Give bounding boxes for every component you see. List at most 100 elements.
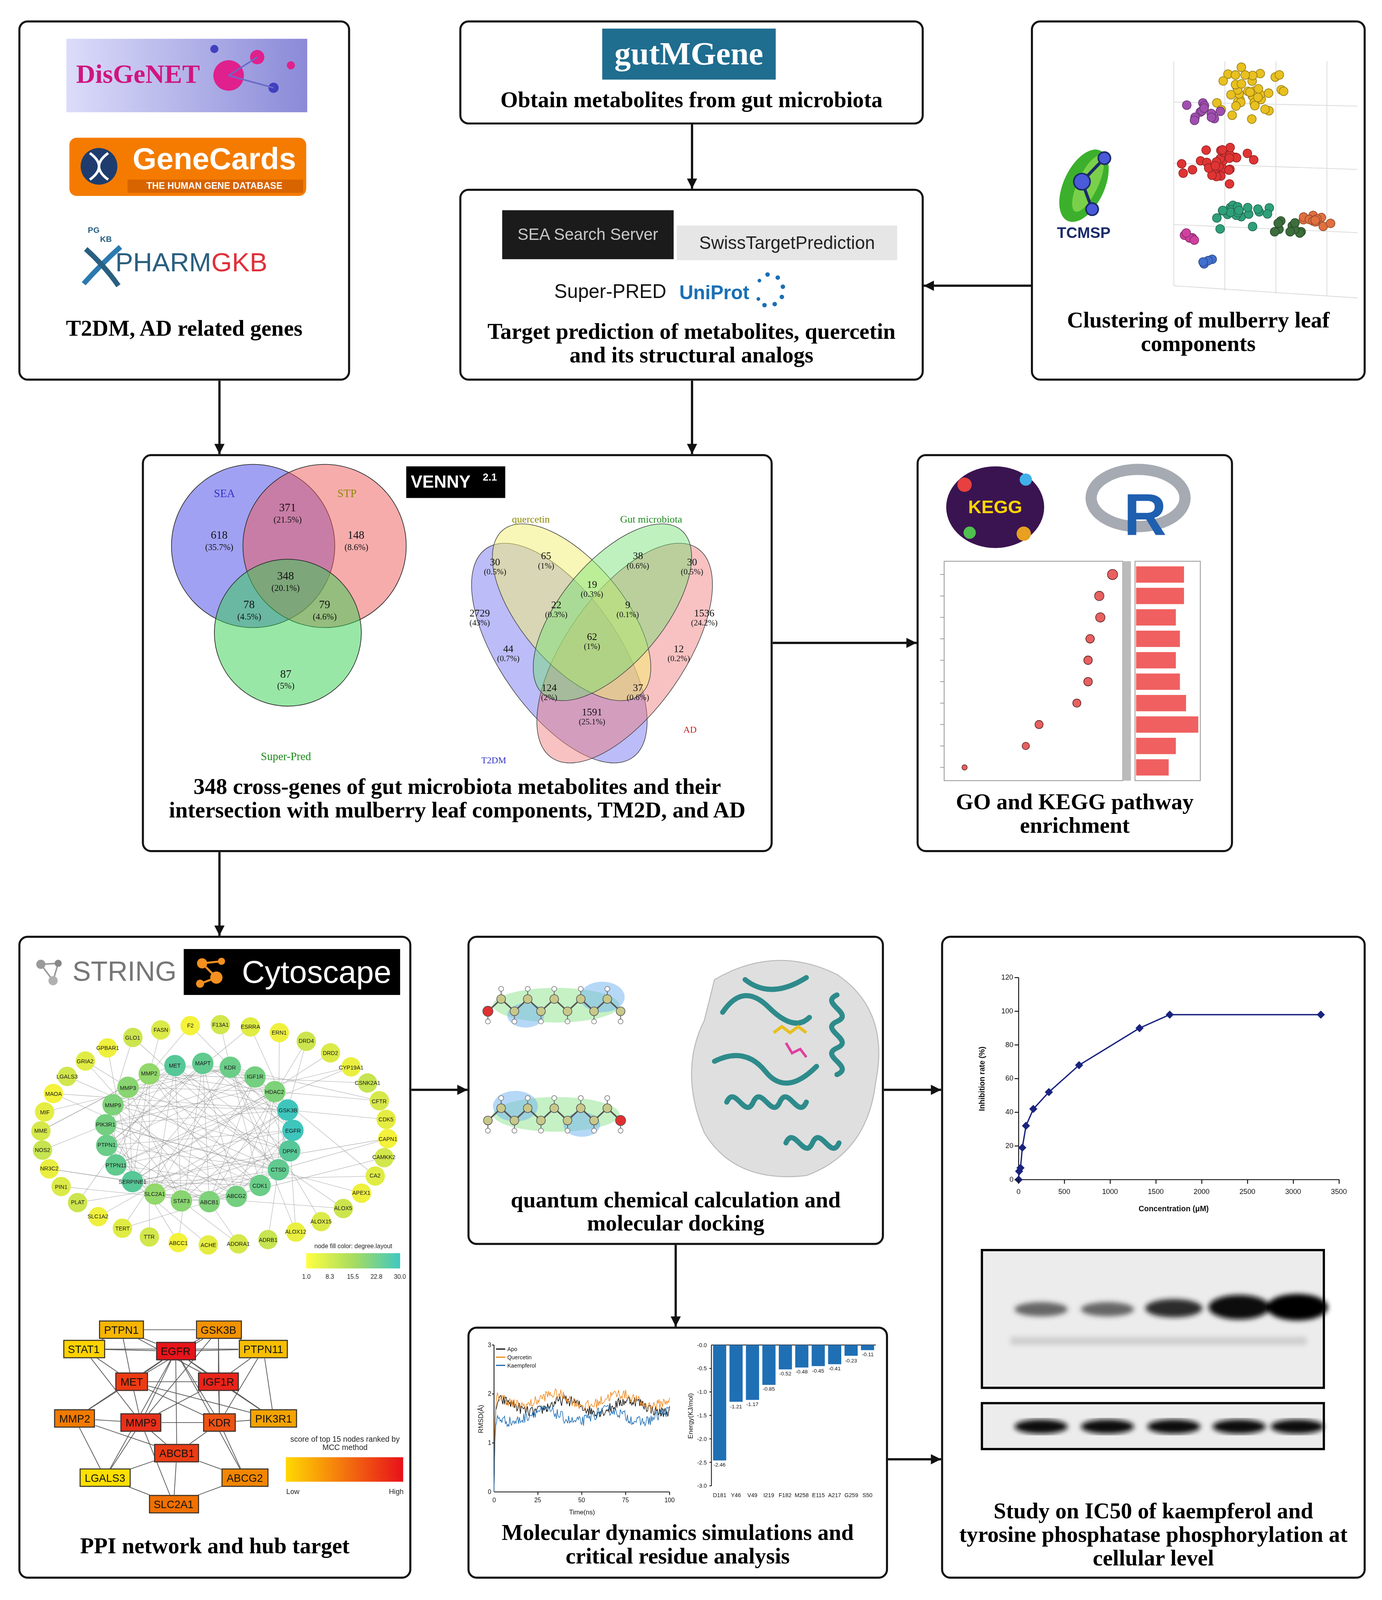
label-text: SLC2A1 (144, 1191, 165, 1198)
drawing-line (1173, 61, 1175, 286)
label-text: TCMSP (1056, 223, 1111, 241)
drawing-circle (1095, 612, 1106, 623)
label-text: 80 (1005, 1041, 1014, 1049)
label-text: LGALS3 (56, 1073, 78, 1080)
gene-name: EGFR (160, 1345, 191, 1358)
drawing-circle (1274, 218, 1283, 228)
box-title: 348 cross-genes of gut microbiota metabo… (143, 774, 771, 822)
drawing-line (492, 1442, 495, 1444)
label-text: (0.3%) (580, 590, 604, 600)
label-text: 87 (280, 667, 292, 680)
label-text: 0 (1016, 1187, 1021, 1196)
drawing-rect (844, 1345, 858, 1356)
drawing-g (31, 1015, 398, 1255)
label-text: (35.7%) (205, 542, 234, 552)
drawing-path (831, 995, 843, 1075)
drawing-line (1014, 1112, 1019, 1113)
label-text: 3 (487, 1341, 492, 1349)
process-box: Clustering of mulberry leaf components (1030, 20, 1366, 381)
drawing-rect (1136, 630, 1181, 648)
label-text: 25 (534, 1496, 542, 1504)
label-text: GeneCards (132, 141, 297, 176)
drawing-line (1014, 1078, 1019, 1080)
drawing-circle (1290, 218, 1300, 227)
drawing-circle (604, 986, 610, 992)
drawing-line (940, 595, 945, 597)
drawing-circle (376, 1109, 396, 1130)
drawing-circle (563, 1006, 572, 1016)
drawing-circle (1022, 742, 1030, 751)
drawing-circle (365, 1166, 385, 1187)
drawing-circle (1218, 76, 1228, 86)
box-title: Target prediction of metabolites, querce… (461, 319, 922, 367)
drawing-circle (1247, 114, 1256, 124)
drawing-circle (756, 297, 760, 301)
drawing-circle (1226, 90, 1236, 99)
interaction-line (173, 1462, 176, 1496)
drawing-circle (105, 1154, 127, 1177)
label-text: F2 (186, 1022, 194, 1029)
label-text: (1%) (583, 642, 601, 652)
gene-name: PTPN1 (104, 1323, 139, 1337)
drawing-ellipse (507, 1003, 545, 1028)
gene-name: STAT1 (67, 1343, 100, 1356)
label-text: -3.0 (697, 1482, 707, 1490)
drawing-circle (1034, 720, 1044, 729)
label-text: Cytoscape (241, 955, 392, 991)
label-text: node fill color: degree.layout (314, 1242, 392, 1250)
drawing-circle (1187, 165, 1197, 174)
drawing-circle (1253, 93, 1263, 102)
flow-arrow (218, 380, 221, 454)
drawing-circle (123, 1028, 143, 1048)
drawing-circle (604, 1095, 610, 1101)
interaction-line (230, 1358, 251, 1373)
drawing-path (89, 153, 109, 180)
drawing-line (178, 1063, 203, 1243)
label-text: MME (34, 1127, 48, 1135)
label-text: G259 (844, 1492, 859, 1499)
label-text: PTPN1 (97, 1142, 116, 1149)
interaction-line (111, 1432, 136, 1469)
box-title: Study on IC50 of kaempferol and tyrosine… (942, 1499, 1364, 1571)
label-text: MMP2 (140, 1070, 158, 1078)
hub-gene-box: MMP2 (54, 1409, 96, 1428)
drawing-circle (198, 1235, 218, 1255)
gene-name: KDR (208, 1416, 231, 1429)
drawing-circle (525, 1095, 530, 1101)
drawing-rect (860, 1345, 875, 1351)
drawing-line (1338, 1179, 1340, 1184)
drawing-circle (1199, 103, 1209, 113)
label-text: Gut microbiota (620, 512, 683, 525)
drawing-circle (1189, 235, 1199, 245)
process-box: Study on IC50 of kaempferol and tyrosine… (940, 935, 1366, 1579)
flow-arrow (218, 852, 221, 936)
label-text: AD (683, 725, 697, 736)
drawing-line (709, 1368, 712, 1370)
drawing-g (492, 1345, 876, 1496)
gene-name: LGALS3 (84, 1471, 126, 1485)
drawing-circle (1250, 101, 1260, 110)
drawing-circle (1098, 151, 1111, 165)
drawing-line (496, 1365, 506, 1367)
drawing-path (785, 1137, 839, 1149)
label-text: 1500 (1147, 1187, 1164, 1196)
label-text: 12 (673, 642, 684, 654)
drawing-circle (775, 275, 780, 280)
label-text: -0.0 (697, 1342, 707, 1349)
drawing-circle (269, 1023, 290, 1043)
label-text: -0.11 (862, 1352, 874, 1359)
label-text: 15.5 (347, 1273, 359, 1280)
label-text: 348 (277, 569, 295, 582)
drawing-circle (1240, 70, 1250, 80)
drawing-circle (1215, 106, 1225, 116)
label-text: 2 (487, 1390, 492, 1398)
drawing-line (105, 1125, 362, 1194)
drawing-rect (285, 1457, 404, 1482)
drawing-circle (1207, 113, 1216, 122)
label-text: -1.17 (746, 1402, 759, 1409)
drawing-circle (210, 44, 219, 54)
drawing-path (1074, 1061, 1084, 1070)
drawing-rect (1136, 695, 1187, 712)
drawing-circle (286, 61, 295, 70)
label-text: 1000 (1101, 1187, 1118, 1196)
